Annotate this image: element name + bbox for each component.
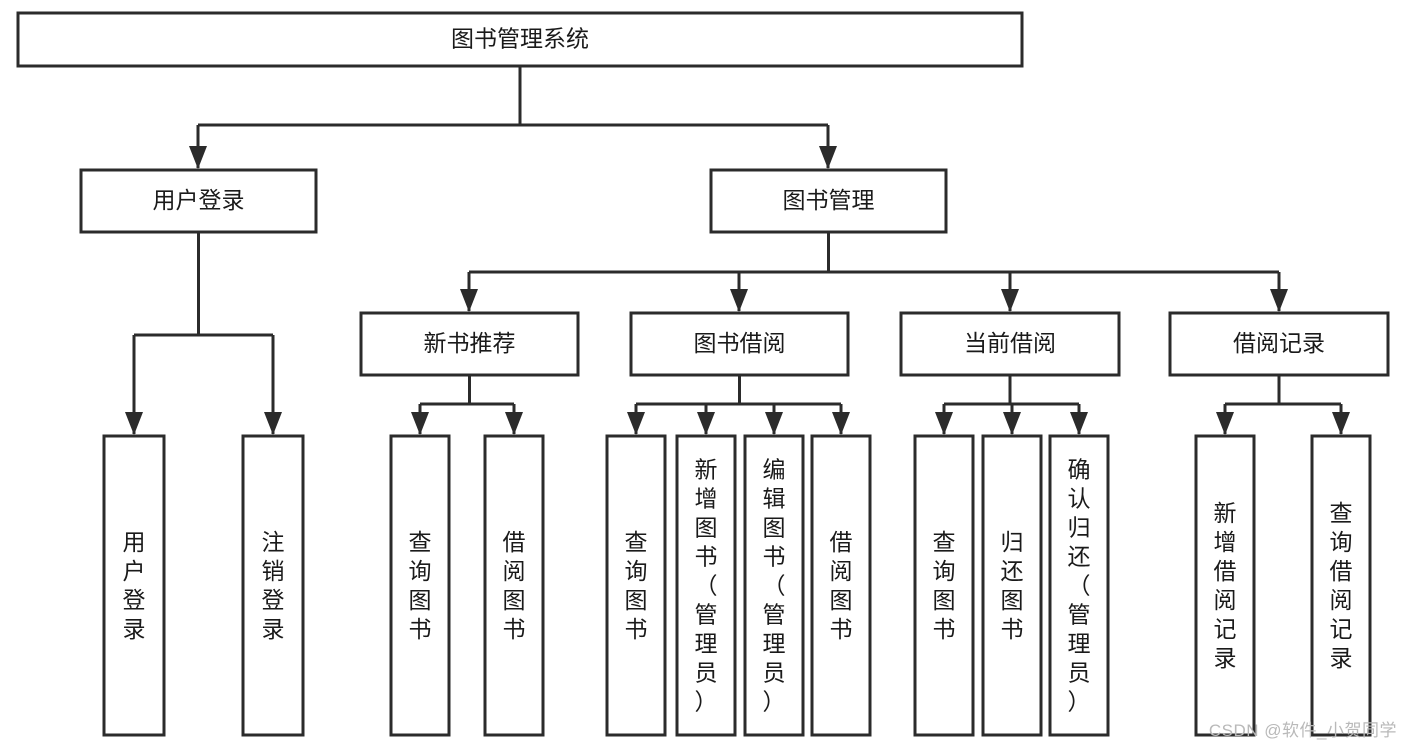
arrow-head-icon — [935, 412, 953, 435]
node-label-leaf-current-query-book: 查询图书 — [933, 529, 956, 642]
arrow-head-icon — [1270, 289, 1288, 312]
arrow-head-icon — [765, 412, 783, 435]
node-new-book-recommend[interactable]: 新书推荐 — [359, 311, 580, 377]
node-box-new-book-recommend — [359, 311, 580, 377]
node-box-leaf-borrow-edit-book — [743, 434, 805, 737]
node-leaf-current-query-book[interactable]: 查询图书 — [913, 434, 975, 737]
arrow-head-icon — [1216, 412, 1234, 435]
node-label-leaf-borrow-query-book: 查询图书 — [625, 529, 648, 642]
node-label-leaf-current-return-book: 归还图书 — [1001, 529, 1024, 642]
node-current-borrow[interactable]: 当前借阅 — [899, 311, 1121, 377]
arrow-head-icon — [1003, 412, 1021, 435]
node-box-leaf-borrow-borrow-book — [810, 434, 872, 737]
node-leaf-record-query-record[interactable]: 查询借阅记录 — [1310, 434, 1372, 737]
node-label-leaf-current-confirm-return: 确认归还（管理员） — [1068, 457, 1091, 715]
node-label-user-login: 用户登录 — [153, 187, 245, 213]
arrow-head-icon — [505, 412, 523, 435]
node-leaf-current-return-book[interactable]: 归还图书 — [981, 434, 1043, 737]
node-box-leaf-current-query-book — [913, 434, 975, 737]
arrow-head-icon — [1001, 289, 1019, 312]
node-borrow-record[interactable]: 借阅记录 — [1168, 311, 1390, 377]
node-label-leaf-borrow-borrow-book: 借阅图书 — [830, 529, 853, 642]
node-book-management[interactable]: 图书管理 — [709, 168, 948, 234]
node-box-root — [16, 11, 1024, 68]
node-label-current-borrow: 当前借阅 — [964, 330, 1056, 356]
node-label-leaf-recommend-query-book: 查询图书 — [409, 529, 432, 642]
arrow-head-icon — [1070, 412, 1088, 435]
arrow-head-icon — [1332, 412, 1350, 435]
node-label-root: 图书管理系统 — [451, 26, 589, 52]
node-box-leaf-borrow-add-book — [675, 434, 737, 737]
node-book-borrow[interactable]: 图书借阅 — [629, 311, 850, 377]
node-box-book-management — [709, 168, 948, 234]
node-leaf-record-add-record[interactable]: 新增借阅记录 — [1194, 434, 1256, 737]
node-leaf-borrow-query-book[interactable]: 查询图书 — [605, 434, 667, 737]
arrow-head-icon — [460, 289, 478, 312]
node-box-leaf-record-add-record — [1194, 434, 1256, 737]
node-box-leaf-user-logout — [241, 434, 305, 737]
arrow-head-icon — [264, 412, 282, 435]
node-root[interactable]: 图书管理系统 — [16, 11, 1024, 68]
node-box-leaf-recommend-query-book — [389, 434, 451, 737]
node-box-leaf-user-login — [102, 434, 166, 737]
arrow-head-icon — [411, 412, 429, 435]
node-label-borrow-record: 借阅记录 — [1233, 330, 1325, 356]
node-leaf-borrow-add-book[interactable]: 新增图书（管理员） — [675, 434, 737, 737]
nodes-layer: 图书管理系统用户登录图书管理新书推荐图书借阅当前借阅借阅记录用户登录注销登录查询… — [16, 11, 1390, 737]
node-leaf-recommend-borrow-book[interactable]: 借阅图书 — [483, 434, 545, 737]
node-label-leaf-record-add-record: 新增借阅记录 — [1214, 500, 1237, 671]
node-box-leaf-record-query-record — [1310, 434, 1372, 737]
node-leaf-borrow-edit-book[interactable]: 编辑图书（管理员） — [743, 434, 805, 737]
node-box-user-login — [79, 168, 318, 234]
node-box-leaf-recommend-borrow-book — [483, 434, 545, 737]
node-box-borrow-record — [1168, 311, 1390, 377]
node-label-book-management: 图书管理 — [783, 187, 875, 213]
node-box-leaf-borrow-query-book — [605, 434, 667, 737]
arrow-head-icon — [189, 146, 207, 169]
arrow-head-icon — [627, 412, 645, 435]
node-label-leaf-borrow-edit-book: 编辑图书（管理员） — [763, 457, 786, 715]
node-leaf-current-confirm-return[interactable]: 确认归还（管理员） — [1048, 434, 1110, 737]
node-box-leaf-current-return-book — [981, 434, 1043, 737]
arrow-head-icon — [730, 289, 748, 312]
arrow-head-icon — [832, 412, 850, 435]
arrow-head-icon — [819, 146, 837, 169]
node-label-leaf-user-login: 用户登录 — [123, 529, 146, 642]
watermark-text: CSDN @软件_小贺同学 — [1208, 721, 1397, 740]
node-user-login[interactable]: 用户登录 — [79, 168, 318, 234]
arrow-head-icon — [125, 412, 143, 435]
node-label-leaf-record-query-record: 查询借阅记录 — [1330, 500, 1353, 671]
node-leaf-user-login[interactable]: 用户登录 — [102, 434, 166, 737]
connectors-layer — [125, 66, 1350, 435]
node-label-new-book-recommend: 新书推荐 — [424, 330, 516, 356]
node-label-leaf-user-logout: 注销登录 — [262, 529, 285, 642]
node-label-leaf-borrow-add-book: 新增图书（管理员） — [695, 457, 718, 715]
arrow-head-icon — [697, 412, 715, 435]
node-label-leaf-recommend-borrow-book: 借阅图书 — [503, 529, 526, 642]
node-leaf-borrow-borrow-book[interactable]: 借阅图书 — [810, 434, 872, 737]
node-box-book-borrow — [629, 311, 850, 377]
node-box-leaf-current-confirm-return — [1048, 434, 1110, 737]
node-leaf-user-logout[interactable]: 注销登录 — [241, 434, 305, 737]
node-label-book-borrow: 图书借阅 — [694, 330, 786, 356]
node-leaf-recommend-query-book[interactable]: 查询图书 — [389, 434, 451, 737]
node-box-current-borrow — [899, 311, 1121, 377]
